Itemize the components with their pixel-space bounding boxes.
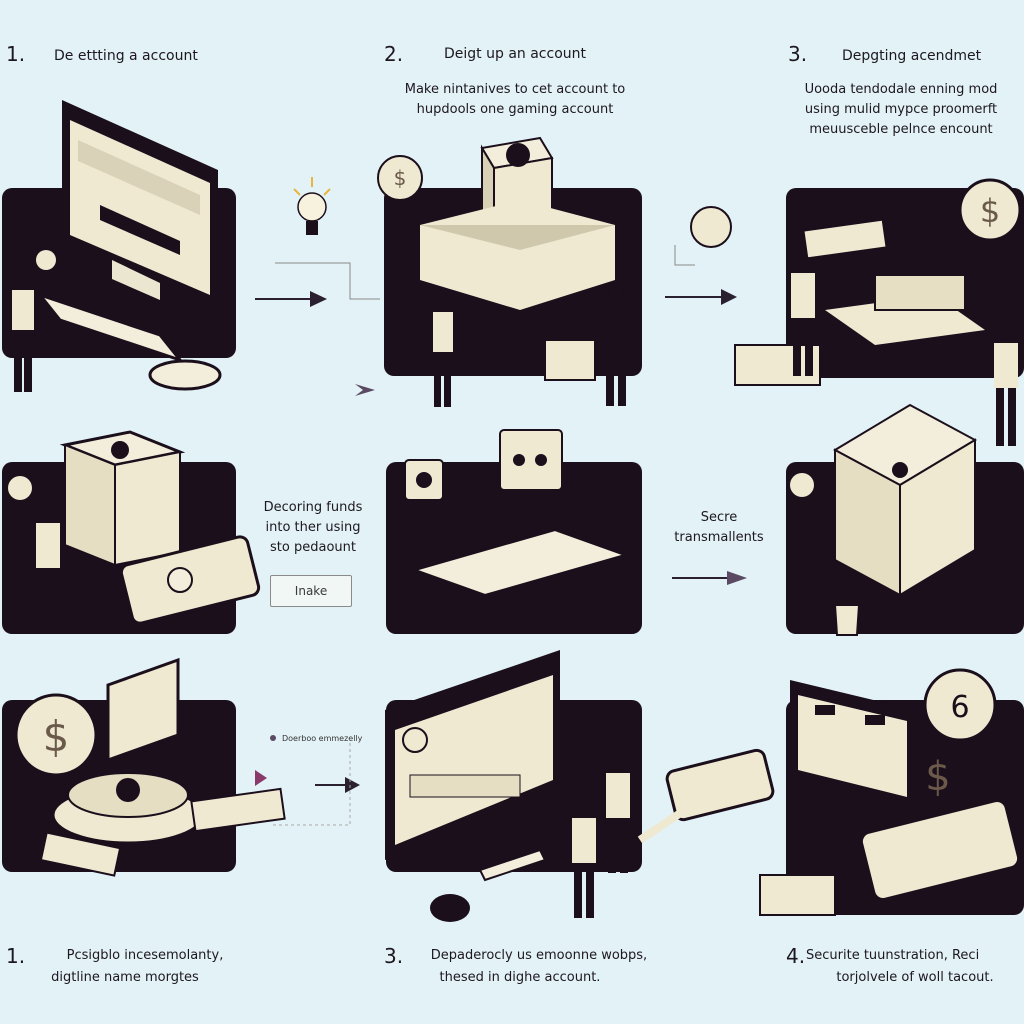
mobile-illustration: 6 $ — [759, 668, 1022, 916]
bottom-text-1-line-2: digtline name morgtes — [51, 970, 199, 985]
office-illustration — [404, 429, 629, 597]
svg-text:$: $ — [43, 712, 70, 761]
arrow-right-5 — [255, 735, 360, 826]
step-sub-3-line-3: meuusceble pelnce encount — [809, 122, 993, 137]
step-sub-3-line-1: Uooda tendodale enning mod — [804, 82, 998, 97]
bottom-text-3-line-1: Depaderocly us emoonne wobps, — [430, 948, 648, 963]
step-number-2: 2. — [384, 42, 404, 66]
bottom-text-3-line-2: thesed in dighe account. — [439, 970, 601, 985]
deposit-text-line-3: sto pedaount — [270, 540, 356, 555]
person-left-1 — [12, 272, 34, 392]
person-right-1 — [791, 255, 815, 376]
person-middle-1 — [433, 296, 453, 407]
bottom-text-4-line-2: torjolvele of woll tacout. — [836, 970, 994, 985]
svg-text:$: $ — [394, 166, 407, 190]
arrow-right-1 — [255, 262, 380, 307]
step-sub-2-line-1: Make nintanives to cet account to — [404, 82, 626, 97]
bottom-text-1-line-1: Pcsigblo incesemolanty, — [66, 948, 224, 963]
step-number-1: 1. — [6, 42, 26, 66]
bottom-text-4-line-1: Securite tuunstration, Reci — [806, 948, 980, 963]
step-heading-1: De ettting a account — [54, 48, 198, 64]
step-number-3: 3. — [788, 42, 808, 66]
step-heading-3: Depgting acendmet — [842, 48, 982, 64]
web-app-illustration — [385, 650, 775, 922]
person-web-1 — [572, 800, 596, 918]
account-box-illustration: $ — [377, 136, 615, 381]
computer-illustration — [35, 100, 222, 391]
deposit-text-line-2: into ther using — [265, 520, 361, 535]
arrow-right-2 — [355, 384, 375, 396]
svg-text:6: 6 — [950, 690, 969, 725]
svg-text:$: $ — [980, 192, 1000, 230]
secure-text-line-2: transmallents — [674, 530, 764, 545]
arrow-right-4 — [672, 571, 747, 585]
secure-text-line-1: Secre — [700, 510, 738, 525]
svg-text:$: $ — [925, 754, 950, 800]
vault-box-illustration — [8, 430, 261, 625]
bottom-number-1: 1. — [6, 944, 26, 968]
bottom-number-3: 3. — [384, 944, 404, 968]
person-middle-2 — [604, 285, 628, 406]
coin-vault-illustration: $ — [14, 657, 286, 877]
deposit-illustration: $ — [734, 178, 1022, 386]
row3-caption: Doerboo emmezelly — [282, 734, 363, 743]
person-web-2 — [606, 755, 630, 873]
arrow-right-3 — [665, 206, 737, 305]
bottom-number-4: 4. — [786, 944, 806, 968]
lightbulb-icon — [293, 177, 331, 235]
person-right-2 — [994, 325, 1018, 446]
deposit-text-line-1: Decoring funds — [263, 500, 363, 515]
step-sub-2-line-2: hupdools one gaming account — [416, 102, 614, 117]
person-left-2 — [36, 505, 60, 623]
secure-box-illustration — [790, 403, 978, 636]
step-sub-3-line-2: using mulid mypce proomerft — [804, 102, 998, 117]
step-heading-2: Deigt up an account — [444, 46, 586, 62]
make-button[interactable]: Inake — [270, 575, 352, 607]
